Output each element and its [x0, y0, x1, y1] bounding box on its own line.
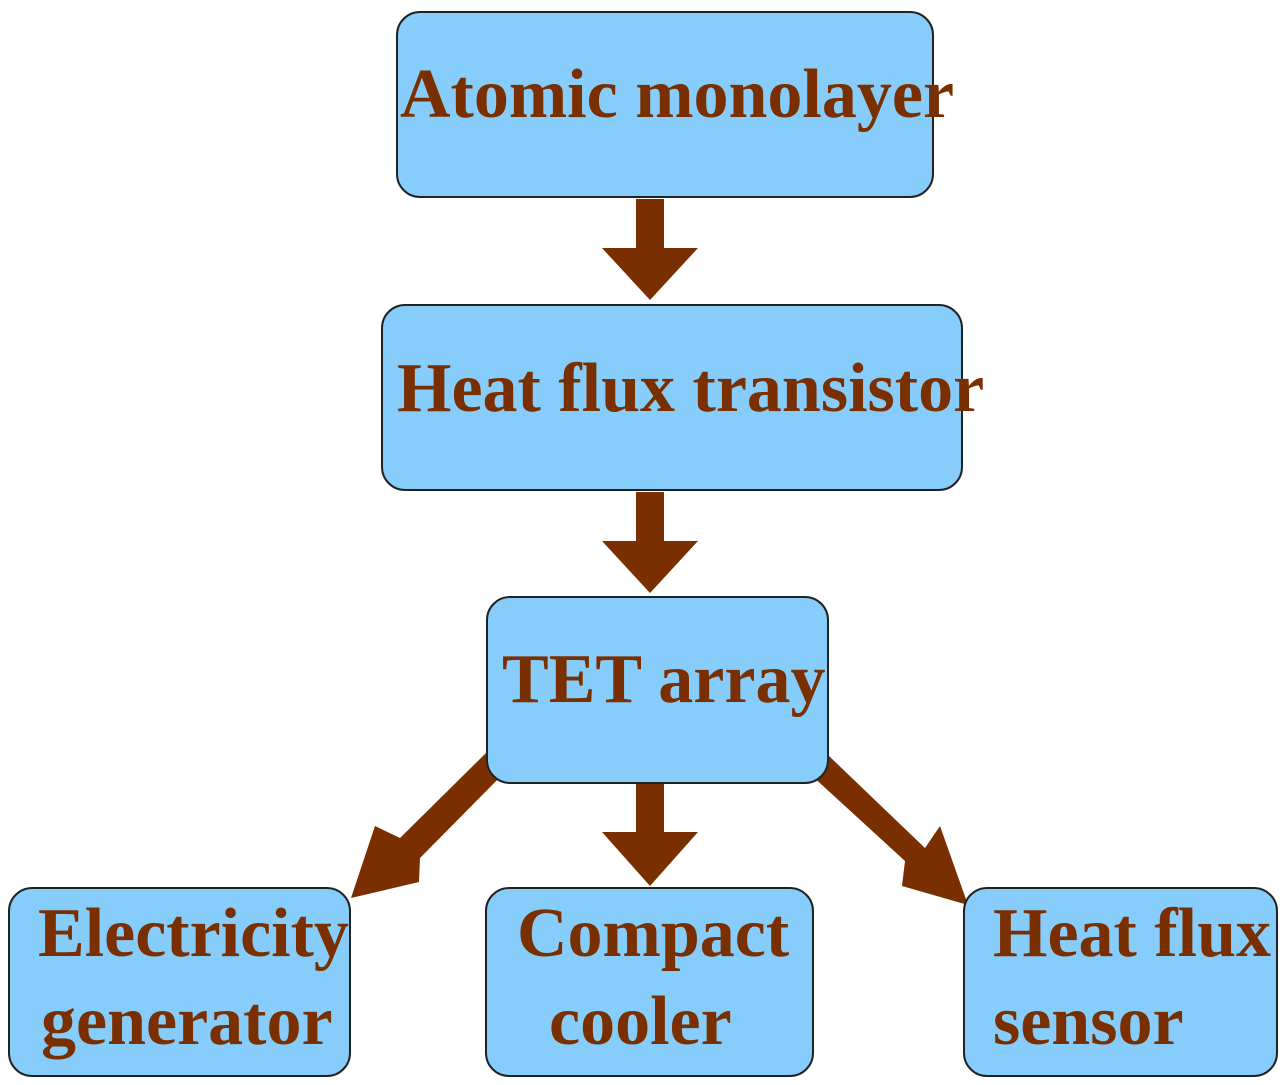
arrow-tet-to-cooler	[602, 784, 698, 886]
node-label-line-1: Compact	[517, 895, 790, 972]
node-atomic-monolayer: Atomic monolayer	[396, 11, 955, 198]
node-label: TET array	[502, 641, 826, 718]
node-heat-flux-sensor: Heat flux sensor	[963, 887, 1278, 1077]
node-electricity-generator: Electricity generator	[8, 887, 351, 1077]
arrow-tet-to-sensor	[810, 756, 968, 905]
node-heat-flux-transistor: Heat flux transistor	[381, 304, 985, 491]
node-label-line-2: generator	[41, 983, 333, 1060]
node-label-line-1: Heat flux	[993, 895, 1272, 972]
arrow-atomic-to-transistor	[602, 199, 698, 300]
node-label-line-2: sensor	[993, 983, 1184, 1060]
node-label-line-1: Electricity	[38, 895, 349, 972]
node-compact-cooler: Compact cooler	[485, 887, 814, 1077]
arrow-tet-to-generator	[351, 753, 506, 898]
arrow-transistor-to-tet	[602, 492, 698, 593]
node-label: Atomic monolayer	[400, 56, 955, 133]
node-tet-array: TET array	[486, 596, 829, 784]
node-label-line-2: cooler	[549, 983, 732, 1060]
node-label: Heat flux transistor	[397, 349, 985, 427]
